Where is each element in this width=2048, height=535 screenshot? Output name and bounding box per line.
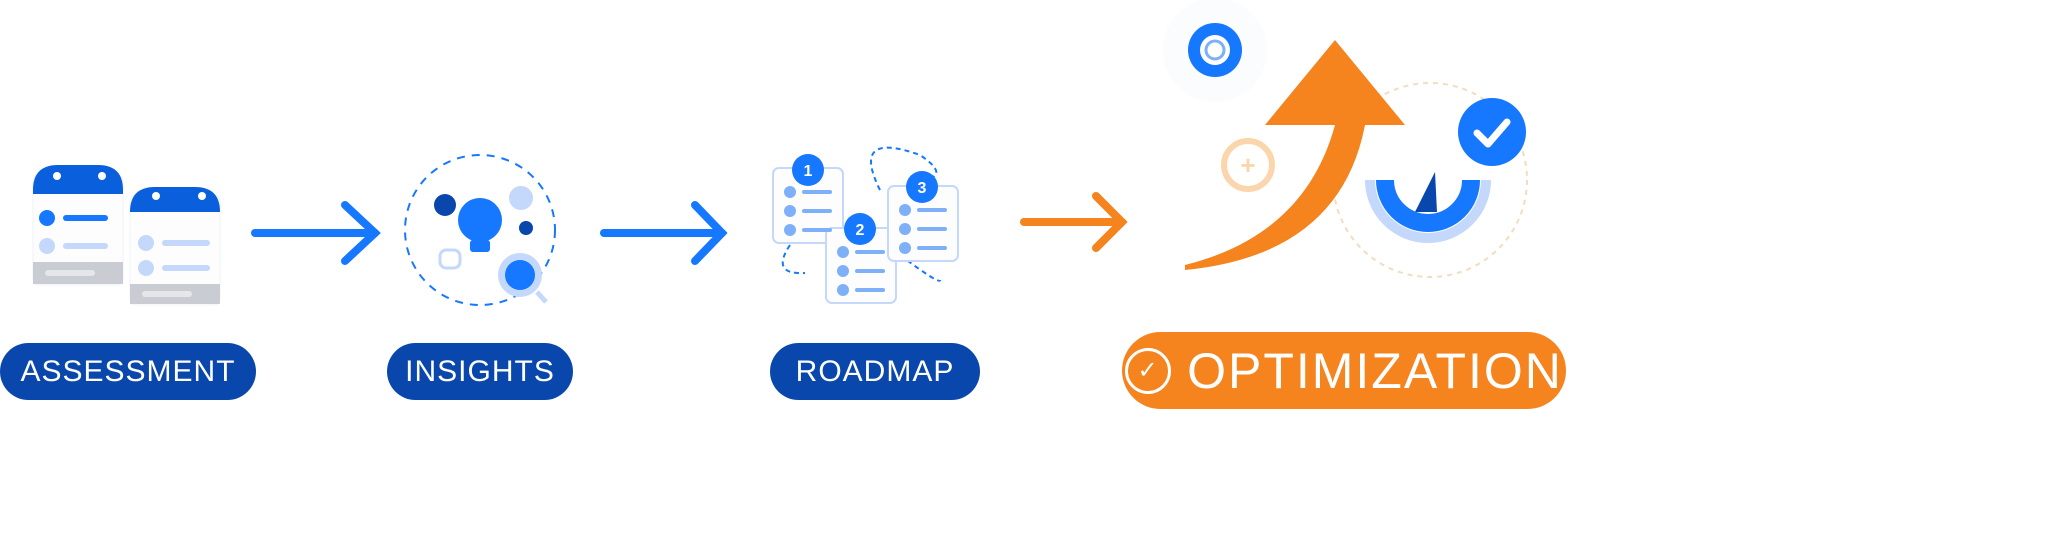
svg-text:+: + — [1240, 150, 1255, 180]
step-label: INSIGHTS — [405, 354, 555, 388]
step-roadmap: ROADMAP — [770, 343, 980, 400]
step-label: ASSESSMENT — [20, 354, 236, 388]
calendar-icon — [129, 187, 221, 306]
optimization-illustration: + — [1163, 0, 1528, 278]
step-optimization: ✓ OPTIMIZATION — [1122, 332, 1566, 409]
roadmap-number: 1 — [804, 163, 813, 180]
lightbulb-icon — [404, 154, 556, 306]
roadmap-number: 2 — [856, 222, 865, 239]
arrow-right-icon — [600, 201, 728, 265]
growth-arrow-icon — [1185, 40, 1405, 270]
arrow-right-icon — [251, 201, 381, 265]
check-circle-icon: ✓ — [1125, 347, 1172, 394]
step-assessment: ASSESSMENT — [0, 343, 256, 400]
step-insights: INSIGHTS — [387, 343, 573, 400]
roadmap-checklists: 1 2 3 — [772, 146, 959, 304]
calendar-icon — [32, 165, 124, 286]
step-label: OPTIMIZATION — [1187, 342, 1563, 399]
arrow-right-icon — [1020, 192, 1128, 252]
gear-icon — [1188, 23, 1242, 77]
roadmap-number: 3 — [918, 180, 927, 197]
step-label: ROADMAP — [795, 354, 955, 388]
